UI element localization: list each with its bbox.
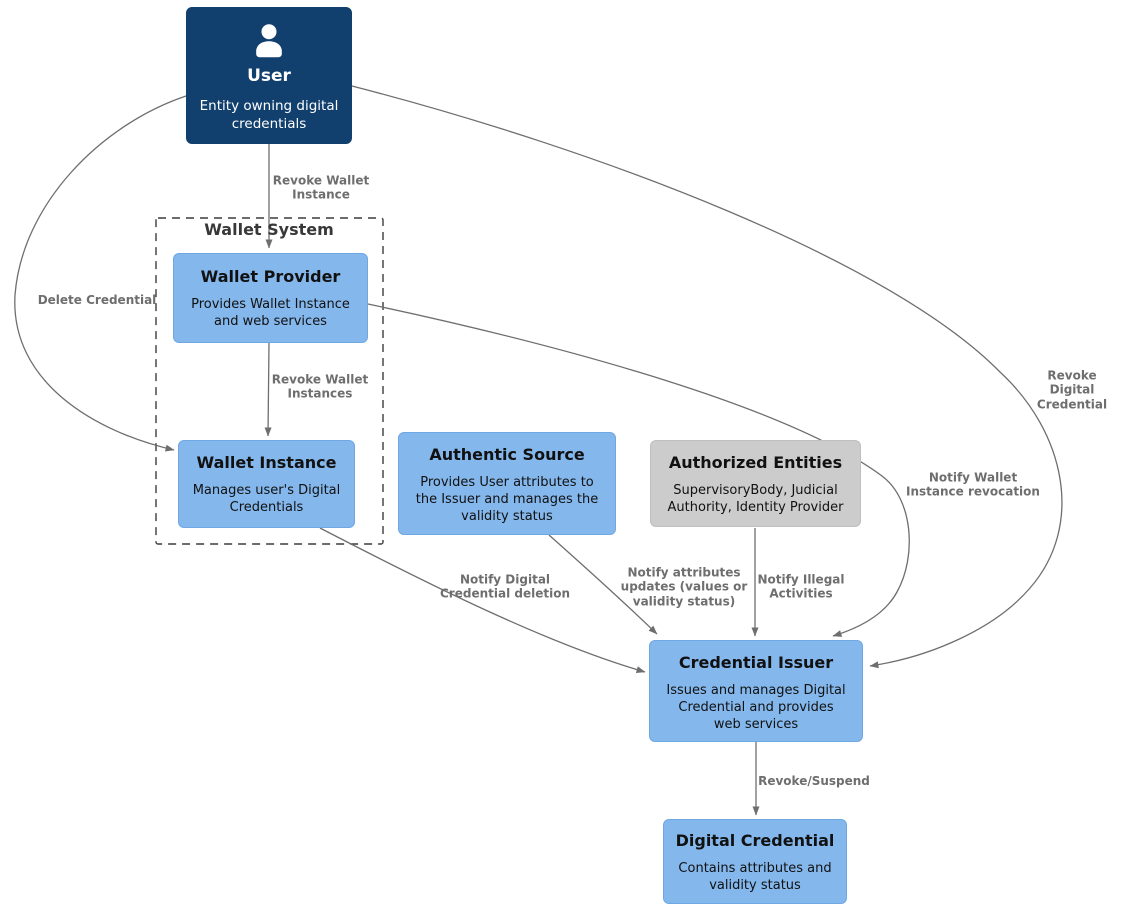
authorized-entities-node: Authorized Entities SupervisoryBody, Jud… xyxy=(650,440,861,527)
edge-authentic-source-to-credential-issuer xyxy=(548,534,658,635)
edge-label-revoke-digital-credential: Revoke Digital Credential xyxy=(1036,368,1108,412)
wallet-instance-title: Wallet Instance xyxy=(196,453,337,472)
authorized-entities-title: Authorized Entities xyxy=(668,453,843,472)
edge-label-notify-attributes-updates: Notify attributes updates (values or val… xyxy=(620,565,748,609)
wallet-system-cluster-title: Wallet System xyxy=(204,220,334,239)
edge-label-notify-digital-credential-deletion: Notify Digital Credential deletion xyxy=(440,572,570,601)
credential-issuer-node: Credential Issuer Issues and manages Dig… xyxy=(649,640,863,742)
edge-label-revoke-wallet-instance: Revoke Wallet Instance xyxy=(272,173,370,202)
authorized-entities-desc: SupervisoryBody, Judicial Authority, Ide… xyxy=(667,483,844,516)
authentic-source-title: Authentic Source xyxy=(429,445,585,464)
wallet-provider-desc: Provides Wallet Instance and web service… xyxy=(191,297,350,330)
authentic-source-node: Authentic Source Provides User attribute… xyxy=(398,432,616,535)
authentic-source-desc: Provides User attributes to the Issuer a… xyxy=(415,475,599,524)
wallet-instance-desc: Manages user's Digital Credentials xyxy=(192,483,341,516)
wallet-instance-node: Wallet Instance Manages user's Digital C… xyxy=(178,440,355,528)
edge-label-revoke-suspend: Revoke/Suspend xyxy=(758,773,870,788)
wallet-system-cluster-border xyxy=(155,217,384,545)
edge-user-to-wallet-instance xyxy=(14,95,187,452)
user-desc: Entity owning digital credentials xyxy=(199,98,339,132)
edge-label-notify-illegal-activities: Notify Illegal Activities xyxy=(757,572,845,601)
wallet-provider-node: Wallet Provider Provides Wallet Instance… xyxy=(173,253,368,343)
edge-label-notify-wallet-instance-revocation: Notify Wallet Instance revocation xyxy=(906,470,1040,499)
edge-wallet-instance-to-credential-issuer xyxy=(319,527,646,674)
wallet-provider-title: Wallet Provider xyxy=(200,267,341,286)
credential-issuer-title: Credential Issuer xyxy=(678,653,834,672)
digital-credential-node: Digital Credential Contains attributes a… xyxy=(663,819,847,904)
edge-wallet-provider-to-credential-issuer xyxy=(367,303,910,637)
edge-user-to-credential-issuer xyxy=(351,85,1063,669)
user-person-icon xyxy=(247,20,291,64)
user-node: User Entity owning digital credentials xyxy=(186,7,352,144)
user-title: User xyxy=(247,66,291,86)
credential-issuer-desc: Issues and manages Digital Credential an… xyxy=(666,683,846,732)
digital-credential-title: Digital Credential xyxy=(675,831,835,850)
edge-label-delete-credential: Delete Credential xyxy=(37,292,157,307)
edge-wallet-provider-to-wallet-instance xyxy=(264,342,272,437)
digital-credential-desc: Contains attributes and validity status xyxy=(678,861,832,894)
edge-label-revoke-wallet-instances: Revoke Wallet Instances xyxy=(271,372,369,401)
